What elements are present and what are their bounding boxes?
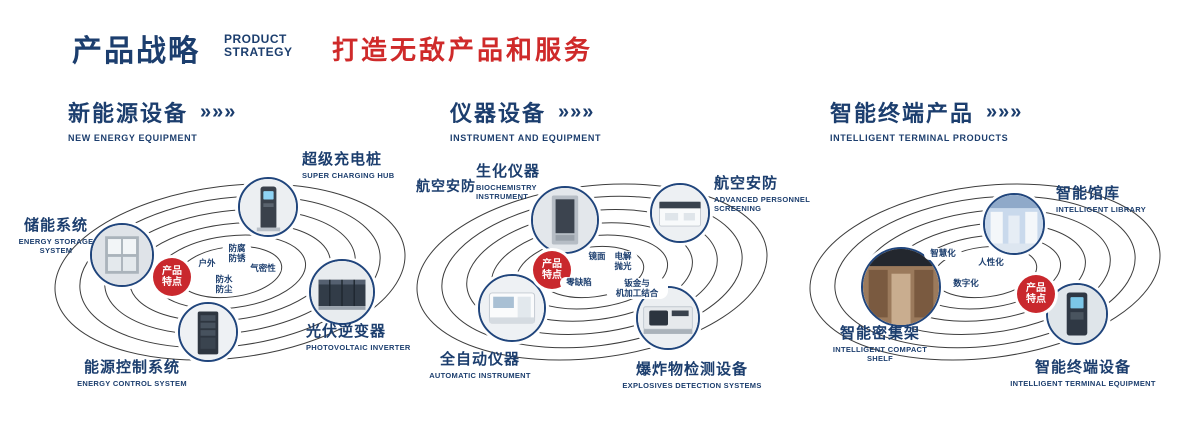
feature-tag: 零缺陷 — [560, 277, 598, 289]
section-title-text: 新能源设备 — [68, 101, 189, 126]
feature-tag: 防水 防尘 — [209, 274, 239, 295]
label-aviation-security-left: 航空安防 — [416, 178, 476, 194]
feature-tag: 镜面 — [583, 251, 611, 263]
explosives-detection-image — [638, 288, 698, 348]
label-intelligent-terminal-equipment: 智能终端设备 INTELLIGENT TERMINAL EQUIPMENT — [1010, 359, 1156, 388]
node-automatic-instrument — [478, 274, 546, 342]
section-subtitle-text: INSTRUMENT AND EQUIPMENT — [450, 133, 602, 143]
page-title-en-line2: STRATEGY — [224, 45, 293, 59]
node-explosives-detection — [636, 286, 700, 350]
label-intelligent-library: 智能馆库 INTELLIGENT LIBRARY — [1056, 185, 1147, 214]
node-intelligent-library — [983, 193, 1045, 255]
section-title-text: 仪器设备 — [450, 101, 547, 126]
page-title-en: PRODUCT STRATEGY — [224, 33, 292, 59]
energy-control-image — [180, 304, 236, 360]
node-intelligent-terminal-equipment — [1046, 283, 1108, 345]
intelligent-library-image — [985, 195, 1043, 253]
intelligent-terminal-equipment-image — [1048, 285, 1106, 343]
label-energy-control: 能源控制系统 ENERGY CONTROL SYSTEM — [77, 359, 187, 388]
section-subtitle-text: NEW ENERGY EQUIPMENT — [68, 133, 198, 143]
pv-inverter-image — [311, 261, 373, 323]
chevron-arrows-icon: »»» — [986, 101, 1023, 123]
node-energy-storage — [90, 223, 154, 287]
label-explosives-detection: 爆炸物检测设备 EXPLOSIVES DETECTION SYSTEMS — [622, 361, 762, 390]
feature-tag: 人性化 — [972, 257, 1010, 269]
section-title-new-energy: 新能源设备 »»» NEW ENERGY EQUIPMENT — [68, 96, 236, 143]
chevron-arrows-icon: »»» — [200, 101, 237, 123]
node-biochemistry-instrument — [531, 186, 599, 254]
chevron-arrows-icon: »»» — [558, 101, 595, 123]
automatic-instrument-image — [480, 276, 544, 340]
product-features-badge: 产品 特点 — [1017, 275, 1055, 313]
personnel-screening-image — [652, 185, 708, 241]
feature-tag: 气密性 — [245, 263, 281, 275]
node-pv-inverter — [309, 259, 375, 325]
intelligent-compact-shelf-image — [863, 249, 939, 325]
slogan: 打造无敌产品和服务 — [332, 35, 594, 65]
feature-tag: 防腐 防锈 — [222, 243, 252, 264]
label-pv-inverter: 光伏逆变器 PHOTOVOLTAIC INVERTER — [306, 323, 411, 352]
orbit-rings-instruments — [416, 183, 768, 361]
charging-pile-image — [240, 179, 296, 235]
feature-tag: 智慧化 — [924, 248, 962, 260]
energy-storage-image — [92, 225, 152, 285]
product-features-badge: 产品 特点 — [153, 258, 191, 296]
section-subtitle-text: INTELLIGENT TERMINAL PRODUCTS — [830, 133, 1009, 143]
page-title-en-line1: PRODUCT — [224, 32, 287, 46]
node-energy-control — [178, 302, 238, 362]
node-personnel-screening — [650, 183, 710, 243]
label-energy-storage: 储能系统 ENERGY STORAGE SYSTEM — [18, 217, 94, 255]
label-super-charging-hub: 超级充电桩 SUPER CHARGING HUB — [302, 151, 395, 180]
feature-tag: 数字化 — [947, 278, 985, 290]
label-intelligent-compact-shelf: 智能密集架 INTELLIGENT COMPACT SHELF — [832, 325, 928, 363]
label-automatic-instrument: 全自动仪器 AUTOMATIC INSTRUMENT — [429, 351, 531, 380]
label-biochemistry-instrument: 生化仪器 BIOCHEMISTRY INSTRUMENT — [476, 163, 541, 201]
node-intelligent-compact-shelf — [861, 247, 941, 327]
biochemistry-instrument-image — [533, 188, 597, 252]
feature-tag: 户外 — [194, 258, 220, 270]
page-title: 产品战略 — [72, 35, 200, 68]
node-super-charging-hub — [238, 177, 298, 237]
section-title-intelligent-terminal: 智能终端产品 »»» INTELLIGENT TERMINAL PRODUCTS — [830, 96, 1022, 143]
section-title-text: 智能终端产品 — [830, 101, 975, 126]
feature-tag: 钣金与 机加工结合 — [606, 278, 668, 299]
section-title-instruments: 仪器设备 »»» INSTRUMENT AND EQUIPMENT — [450, 96, 601, 143]
label-personnel-screening: 航空安防 ADVANCED PERSONNEL SCREENING — [714, 175, 810, 213]
feature-tag: 电解 抛光 — [608, 251, 638, 272]
